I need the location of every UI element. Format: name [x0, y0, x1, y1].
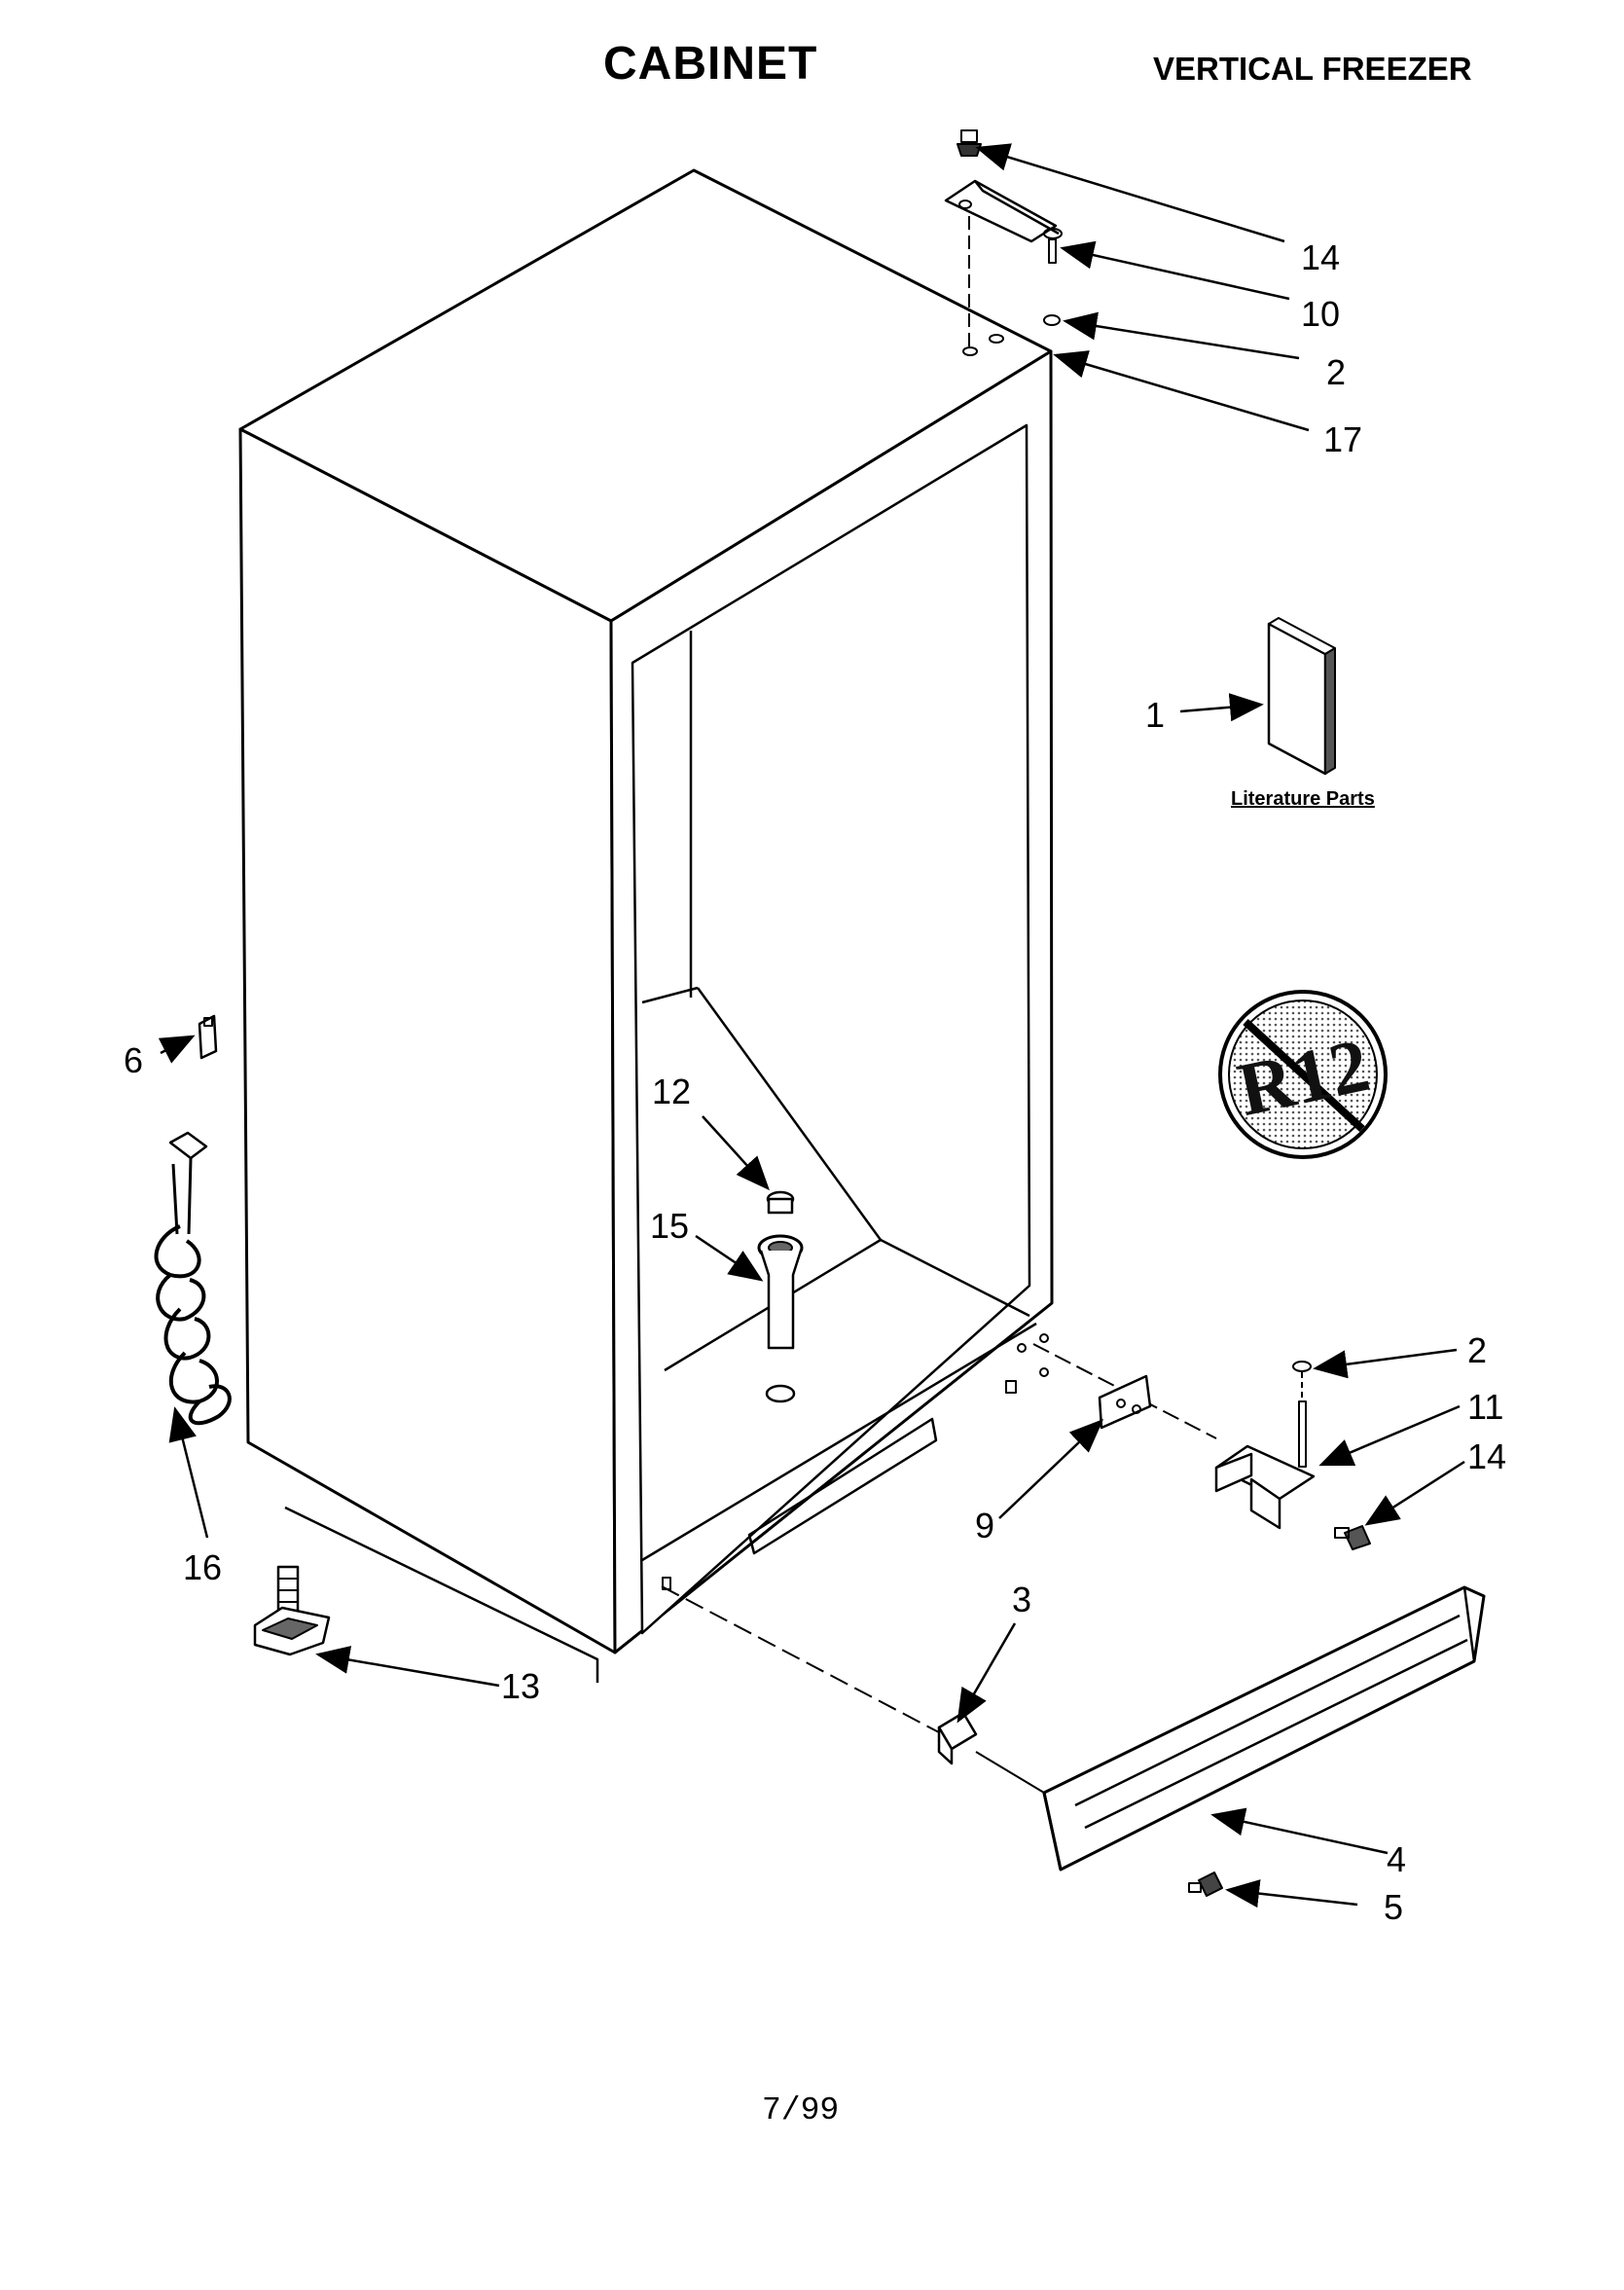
callout-15: 15 [650, 1206, 689, 1246]
no-r12-refrigerant-icon [1218, 990, 1388, 1159]
leveling-leg-part [253, 1565, 331, 1656]
top-hinge-assembly [944, 129, 1063, 350]
callout-2-top: 2 [1326, 352, 1346, 392]
callout-9: 9 [975, 1506, 994, 1545]
power-cord-part [154, 1131, 232, 1426]
callout-13: 13 [501, 1666, 540, 1706]
callout-1: 1 [1145, 695, 1165, 735]
callout-leaders [158, 143, 1465, 1908]
drain-plug-and-tube [757, 1190, 804, 1403]
callout-16: 16 [183, 1547, 222, 1587]
callout-17: 17 [1323, 419, 1362, 459]
callout-11: 11 [1467, 1387, 1503, 1427]
clip-part [198, 1014, 218, 1060]
footer-date: 7/99 [762, 2092, 840, 2128]
page-subtitle: VERTICAL FREEZER [1153, 51, 1472, 87]
callout-12: 12 [652, 1072, 691, 1111]
callout-14-top: 14 [1301, 237, 1340, 277]
bottom-hinge-assembly [1032, 1343, 1371, 1550]
grille-clip-part [661, 1585, 1045, 1794]
callout-2-bottom: 2 [1467, 1330, 1487, 1370]
toe-grille-part [1042, 1585, 1486, 1897]
callout-6: 6 [124, 1040, 143, 1080]
callout-3: 3 [1012, 1580, 1031, 1619]
callout-4: 4 [1387, 1839, 1406, 1879]
callout-14-bottom: 14 [1467, 1436, 1506, 1476]
callout-5: 5 [1384, 1887, 1403, 1927]
cabinet-body [238, 168, 1054, 1683]
literature-parts-caption: Literature Parts [1231, 788, 1375, 810]
page-title: CABINET [603, 38, 818, 90]
literature-booklet [1267, 617, 1336, 776]
callout-10: 10 [1301, 294, 1340, 334]
